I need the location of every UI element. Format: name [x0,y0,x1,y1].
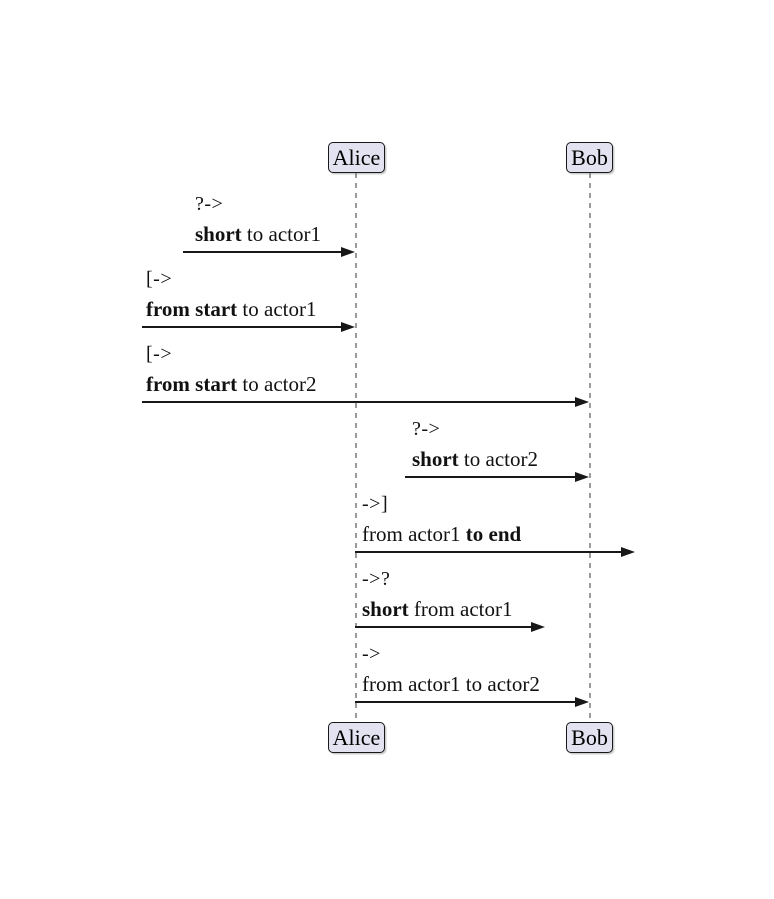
message-1-arrow-line [183,251,351,253]
message-4-operator: ?-> [412,418,441,440]
label-part: from actor1 [408,597,513,621]
message-5-operator: ->] [362,493,389,515]
label-part-bold: short [362,597,409,621]
label-part: to actor1 [237,297,317,321]
message-1-operator: ?-> [195,193,224,215]
message-2-arrow-line [142,326,351,328]
message-6-text: ->? short from actor1 [362,564,512,624]
message-6-arrow-line [355,626,541,628]
label-part: from actor1 [362,522,466,546]
actor-bob-bottom: Bob [566,722,613,753]
label-part: to actor1 [241,222,321,246]
actor-alice-bottom: Alice [328,722,385,753]
message-4-arrow-line [405,476,585,478]
message-4-arrowhead [575,472,589,482]
actor-bob-top: Bob [566,142,613,173]
message-4-label: short to actor2 [412,444,538,474]
message-2-label: from start to actor1 [146,294,316,324]
actor-bob-label: Bob [571,724,608,750]
message-3-label: from start to actor2 [146,369,316,399]
message-5-text: ->] from actor1 to end [362,489,521,549]
message-7-arrow-line [355,701,585,703]
label-part-bold: short [412,447,459,471]
message-5-arrowhead [621,547,635,557]
message-6-arrowhead [531,622,545,632]
label-part-bold: short [195,222,242,246]
label-part-bold: to end [465,522,522,546]
message-2-arrowhead [341,322,355,332]
label-part-bold: from start [146,297,238,321]
message-2-operator: [-> [146,268,173,290]
message-1-label: short to actor1 [195,219,321,249]
message-1-text: ?-> short to actor1 [195,189,321,249]
actor-alice-label: Alice [332,144,381,170]
message-3-text: [-> from start to actor2 [146,339,316,399]
message-7-label: from actor1 to actor2 [362,669,540,699]
message-6-label: short from actor1 [362,594,512,624]
message-7-arrowhead [575,697,589,707]
label-part: to actor2 [458,447,538,471]
message-7-text: -> from actor1 to actor2 [362,639,540,699]
message-3-arrow-line [142,401,585,403]
actor-alice-top: Alice [328,142,385,173]
message-7-operator: -> [362,643,381,665]
actor-alice-label: Alice [332,724,381,750]
message-1-arrowhead [341,247,355,257]
lifeline-alice [355,173,357,722]
lifeline-bob [589,173,591,722]
message-4-text: ?-> short to actor2 [412,414,538,474]
label-part: to actor2 [237,372,317,396]
message-5-arrow-line [355,551,631,553]
label-part-bold: from start [146,372,238,396]
message-3-operator: [-> [146,343,173,365]
message-5-label: from actor1 to end [362,519,521,549]
message-2-text: [-> from start to actor1 [146,264,316,324]
message-3-arrowhead [575,397,589,407]
message-6-operator: ->? [362,568,391,590]
actor-bob-label: Bob [571,144,608,170]
label-part: from actor1 to actor2 [362,672,540,696]
